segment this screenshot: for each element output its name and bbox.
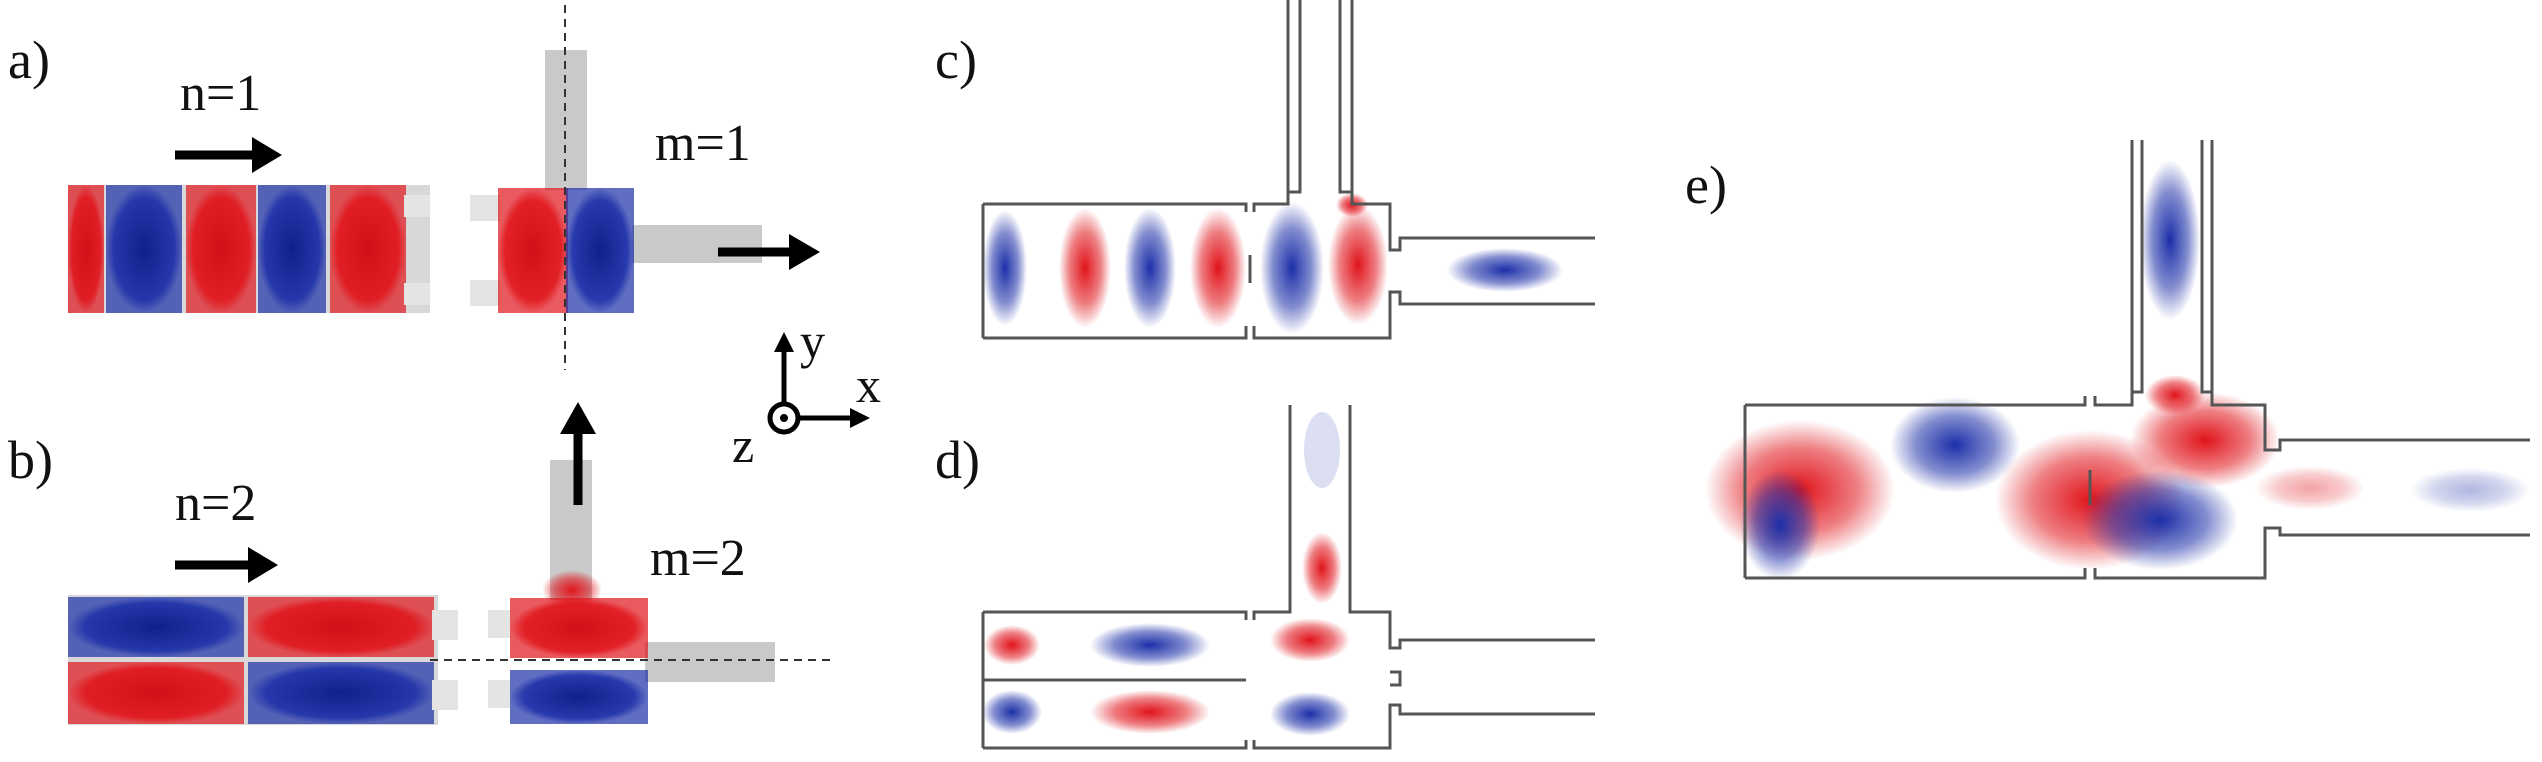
panel-d: d) xyxy=(935,405,1595,750)
arrow-m1-head xyxy=(789,234,820,270)
panel-e-label: e) xyxy=(1685,155,1727,215)
panel-b-label: b) xyxy=(8,430,53,490)
coordinate-axes: y x z xyxy=(732,313,881,473)
axis-y-label: y xyxy=(800,313,825,369)
panel-d-label: d) xyxy=(935,430,980,490)
outline-c xyxy=(981,0,1595,340)
mode-n1-label: n=1 xyxy=(180,65,261,122)
axis-x-label: x xyxy=(856,357,881,413)
arrow-n1-head xyxy=(252,137,282,173)
axis-z-label: z xyxy=(732,417,754,473)
junction-b xyxy=(430,460,830,724)
resonator-chain-a xyxy=(68,185,430,313)
outline-e xyxy=(1743,140,2530,580)
panel-e: e) xyxy=(1685,140,2530,580)
field-d xyxy=(982,412,1350,736)
panel-b: b) n=2 m=2 xyxy=(8,402,830,725)
resonator-chain-b xyxy=(68,595,458,725)
field-e xyxy=(1705,160,2530,580)
arrow-m2-head xyxy=(560,402,596,434)
mode-n2-label: n=2 xyxy=(175,475,256,532)
junction-a xyxy=(470,5,762,370)
panel-c-label: c) xyxy=(935,30,977,90)
mode-m1-label: m=1 xyxy=(655,115,751,172)
panel-a: a) n=1 m=1 xyxy=(8,5,820,370)
field-c xyxy=(983,193,1563,334)
panel-c: c) xyxy=(935,0,1595,340)
mode-m2-label: m=2 xyxy=(650,530,746,587)
panel-a-label: a) xyxy=(8,30,50,90)
arrow-n2-head xyxy=(248,547,278,583)
outline-d xyxy=(981,405,1595,750)
